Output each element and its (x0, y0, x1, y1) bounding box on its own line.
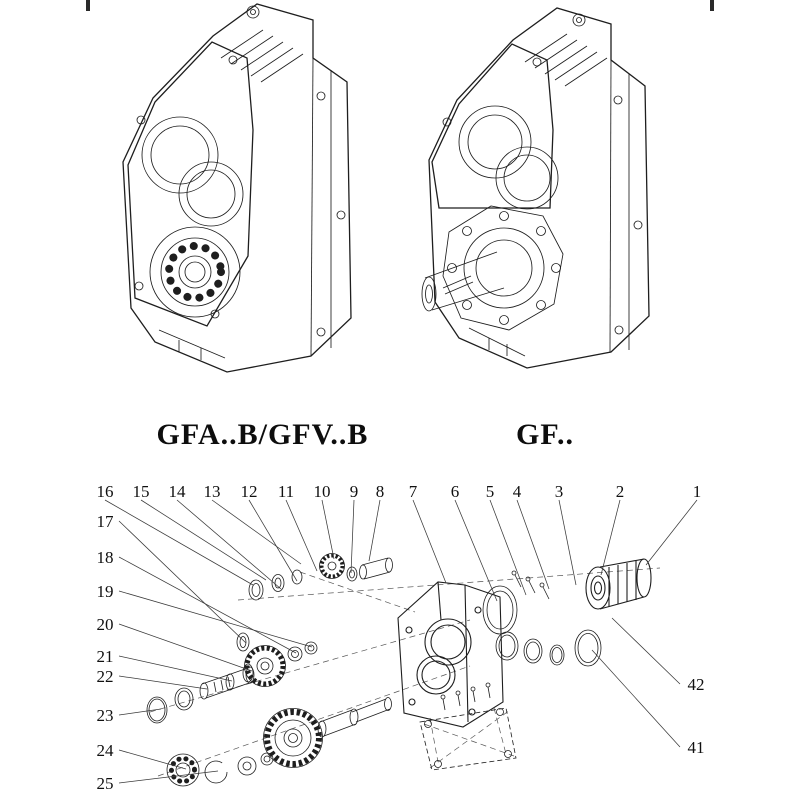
callout-number-15: 15 (133, 482, 150, 501)
callout-number-25: 25 (97, 774, 114, 793)
input-bearing-rings (495, 629, 602, 667)
callout-number-24: 24 (97, 741, 115, 760)
gearbox-housing-part (397, 581, 504, 728)
callout-number-5: 5 (486, 482, 495, 501)
leader-line-5 (489, 499, 527, 596)
output-flange (442, 205, 564, 331)
page-margin-mark-left (86, 0, 90, 11)
callout-number-23: 23 (97, 706, 114, 725)
callout-number-11: 11 (278, 482, 294, 501)
leader-line-10 (321, 499, 335, 560)
output-bearing-parts (166, 752, 274, 787)
output-shaft (421, 251, 505, 312)
leader-line-8 (368, 499, 381, 562)
leader-line-21 (118, 655, 233, 682)
mounting-plate-part (419, 682, 517, 771)
leader-line-7 (412, 499, 447, 584)
leader-line-3 (558, 499, 577, 586)
leader-line-20 (118, 623, 253, 672)
callout-number-2: 2 (616, 482, 625, 501)
model-label-gf: GF.. (516, 418, 574, 451)
construction-lines (149, 567, 661, 777)
eyebolt-hole (576, 17, 582, 23)
shaft-bores (141, 116, 244, 227)
callout-number-4: 4 (513, 482, 522, 501)
exploded-parts-diagram: 1615141312111098765432117181920212223242… (97, 482, 705, 793)
callout-number-1: 1 (693, 482, 702, 501)
callout-number-16: 16 (97, 482, 114, 501)
eyebolt-hole (250, 9, 256, 15)
gearbox-drawing-gf (421, 7, 650, 369)
callout-number-22: 22 (97, 667, 114, 686)
intermediate-gear (244, 645, 286, 687)
page-margin-mark-right (710, 0, 714, 11)
ball-bearing (166, 753, 200, 787)
callout-number-13: 13 (204, 482, 221, 501)
callout-number-41: 41 (688, 738, 705, 757)
output-gear (264, 709, 322, 767)
housing-details (442, 13, 643, 357)
callout-number-6: 6 (451, 482, 460, 501)
housing-silhouette (428, 7, 650, 369)
callout-number-9: 9 (350, 482, 359, 501)
pinion-gear (319, 553, 345, 579)
callout-number-18: 18 (97, 548, 114, 567)
callout-number-42: 42 (688, 675, 705, 694)
leader-line-14 (176, 499, 282, 590)
small-input-parts (248, 553, 393, 601)
leader-line-11 (285, 499, 318, 572)
oil-seal-ring (146, 696, 168, 724)
leader-line-2 (600, 499, 621, 576)
leader-line-17 (118, 520, 247, 644)
leader-line-25 (118, 770, 219, 784)
callout-number-10: 10 (314, 482, 331, 501)
callout-number-19: 19 (97, 582, 114, 601)
callout-number-14: 14 (169, 482, 187, 501)
bolt-parts (511, 570, 550, 600)
leader-line-9 (350, 499, 355, 574)
leader-line-15 (140, 499, 267, 581)
model-labels-row: GFA..B/GFV..B GF.. (0, 418, 800, 466)
callout-number-7: 7 (409, 482, 418, 501)
intermediate-gear-parts (146, 632, 318, 724)
leader-line-16 (104, 499, 254, 586)
model-label-gfab: GFA..B/GFV..B (156, 418, 369, 451)
input-shaft-assembly (585, 558, 652, 610)
snap-ring (204, 760, 228, 784)
cover-ring (574, 629, 602, 667)
leader-line-1 (645, 499, 698, 566)
leader-line-13 (211, 499, 302, 565)
output-bearing (149, 226, 241, 318)
gasket-part (482, 585, 518, 635)
leader-line-12 (248, 499, 298, 582)
leader-line-41 (591, 649, 681, 748)
leader-line-22 (118, 675, 208, 690)
gearbox-drawing-gfab (122, 3, 352, 373)
leader-line-4 (516, 499, 550, 590)
callout-number-17: 17 (97, 512, 115, 531)
callout-number-12: 12 (241, 482, 258, 501)
callout-number-8: 8 (376, 482, 385, 501)
callout-number-20: 20 (97, 615, 114, 634)
leader-line-6 (454, 499, 498, 602)
leader-line-42 (611, 617, 681, 685)
callout-number-3: 3 (555, 482, 564, 501)
callout-number-21: 21 (97, 647, 114, 666)
leader-line-24 (118, 749, 187, 770)
leader-line-19 (118, 590, 313, 648)
leader-line-18 (118, 556, 297, 654)
shaft-bores (458, 105, 559, 210)
leader-line-23 (118, 708, 162, 716)
output-gear-shaft-parts (263, 697, 392, 768)
